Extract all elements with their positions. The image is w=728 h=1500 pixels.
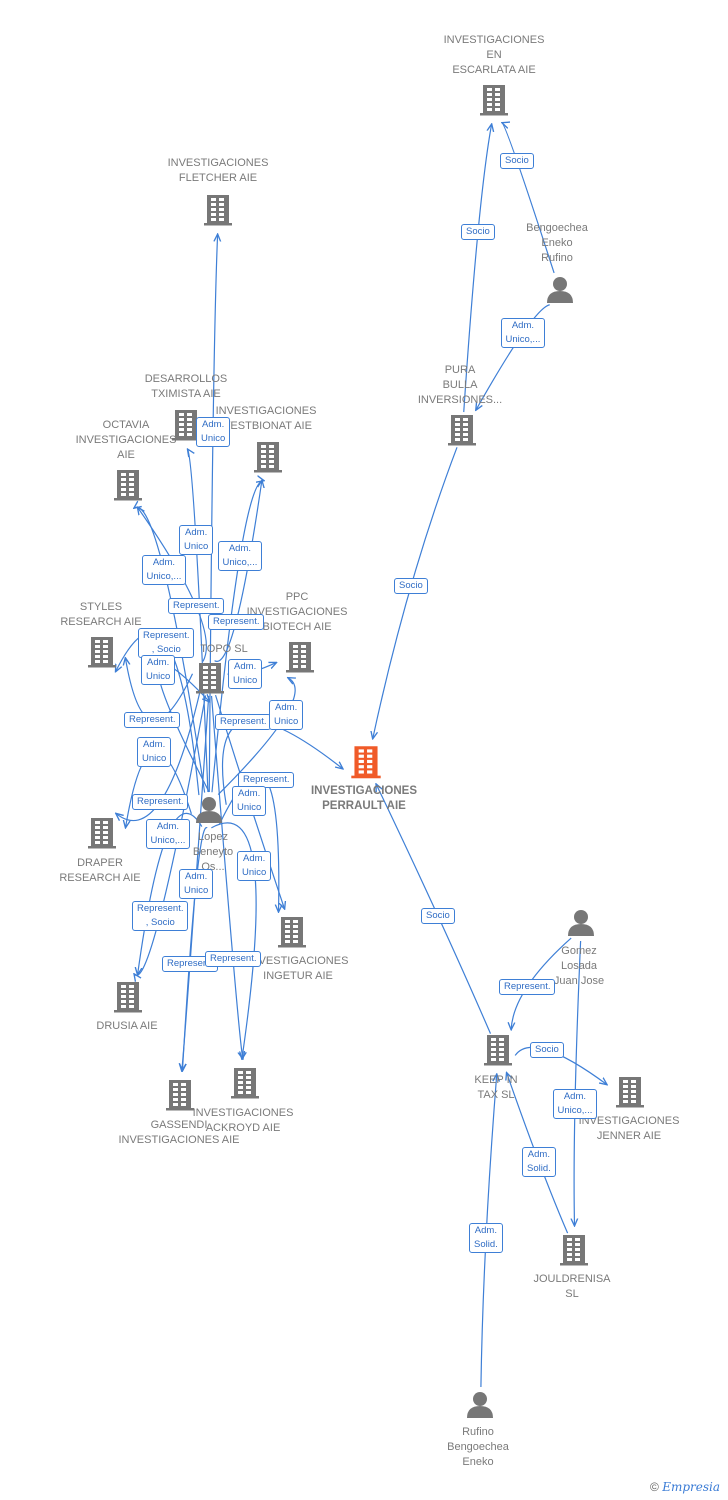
building-icon[interactable] xyxy=(196,663,224,694)
edge-label-topo-ppc[interactable]: Adm. Unico xyxy=(228,659,263,689)
node-label-escarlata[interactable]: INVESTIGACIONES EN ESCARLATA AIE xyxy=(443,34,545,76)
node-label-draper[interactable]: DRAPER RESEARCH AIE xyxy=(59,857,141,884)
person-icon[interactable] xyxy=(568,910,594,936)
edge-label-gomez-keepin[interactable]: Represent. xyxy=(499,979,556,995)
node-label-pura[interactable]: PURA BULLA INVERSIONES... xyxy=(417,364,503,406)
edge-label-bengoechea_rufino-pura[interactable]: Adm. Unico,... xyxy=(500,318,546,348)
edge-label-lopez-octavia[interactable]: Adm. Unico,... xyxy=(141,555,187,585)
building-icon[interactable] xyxy=(231,1068,259,1099)
building-icon[interactable] xyxy=(166,1080,194,1111)
node-label-ingetur[interactable]: INVESTIGACIONES INGETUR AIE xyxy=(247,955,349,982)
edge-label-pura-perrault[interactable]: Socio xyxy=(394,578,428,594)
edge-label-rufino_bengoechea-keepin[interactable]: Adm. Solid. xyxy=(469,1223,503,1253)
edge-label-lopez-draper[interactable]: Adm. Unico xyxy=(137,737,172,767)
node-label-keepin[interactable]: KEEP IN TAX SL xyxy=(474,1074,518,1101)
brand-logo[interactable]: Empresia xyxy=(662,1480,720,1494)
edge-label-lopez-fletcher[interactable]: Adm. Unico xyxy=(196,417,231,447)
building-icon[interactable] xyxy=(560,1235,588,1266)
person-icon[interactable] xyxy=(467,1392,493,1418)
edge-label-lopez-styles[interactable]: Represent. , Socio xyxy=(138,628,195,658)
building-icon[interactable] xyxy=(254,442,282,473)
edge-label-topo-drusia[interactable]: Represent. , Socio xyxy=(132,901,189,931)
node-label-ackroyd[interactable]: INVESTIGACIONES ACKROYD AIE xyxy=(192,1107,294,1134)
edge-label-bengoechea_rufino-escarlata[interactable]: Socio xyxy=(500,153,534,169)
building-icon[interactable] xyxy=(286,642,314,673)
node-label-rufino_bengoechea[interactable]: Rufino Bengoechea Eneko xyxy=(447,1426,509,1468)
building-icon[interactable] xyxy=(616,1077,644,1108)
edge-label-keepin-jenner[interactable]: Socio xyxy=(530,1042,564,1058)
node-label-styles[interactable]: STYLES RESEARCH AIE xyxy=(60,601,142,628)
node-label-octavia[interactable]: OCTAVIA INVESTIGACIONES AIE xyxy=(75,419,177,461)
edge-label-lopez-desarrollos[interactable]: Adm. Unico xyxy=(179,525,214,555)
building-icon[interactable] xyxy=(114,470,142,501)
edge-label-lopez-perrault[interactable]: Represent. xyxy=(215,714,272,730)
edge-label-jouldrenisa-keepin[interactable]: Adm. Solid. xyxy=(522,1147,556,1177)
building-icon[interactable] xyxy=(88,637,116,668)
edge-label-topo-ingetur[interactable]: Adm. Unico xyxy=(232,786,267,816)
edge-label-lopez-ppc[interactable]: Adm. Unico xyxy=(269,700,304,730)
building-icon[interactable] xyxy=(172,410,200,441)
copyright-symbol: © xyxy=(650,1480,659,1494)
edge-label-keepin-perrault[interactable]: Socio xyxy=(421,908,455,924)
node-label-perrault[interactable]: INVESTIGACIONES PERRAULT AIE xyxy=(310,785,418,812)
building-icon[interactable] xyxy=(278,917,306,948)
node-label-ppc[interactable]: PPC INVESTIGACIONES BIOTECH AIE xyxy=(246,591,348,633)
person-icon[interactable] xyxy=(547,277,573,303)
building-icon[interactable] xyxy=(88,818,116,849)
edge-label-topo-styles[interactable]: Represent. xyxy=(124,712,181,728)
node-label-bengoechea_rufino[interactable]: Bengoechea Eneko Rufino xyxy=(526,222,588,264)
node-label-topo[interactable]: TOPO SL xyxy=(200,643,248,655)
building-icon[interactable] xyxy=(480,85,508,116)
edge-label-topo-draper[interactable]: Represent. xyxy=(132,794,189,810)
node-label-jenner[interactable]: INVESTIGACIONES JENNER AIE xyxy=(578,1115,680,1142)
building-icon-center[interactable] xyxy=(351,746,381,779)
person-icon[interactable] xyxy=(196,797,222,823)
edge-label-lopez-ackroyd[interactable]: Adm. Unico xyxy=(237,851,272,881)
building-icon[interactable] xyxy=(204,195,232,226)
building-icon[interactable] xyxy=(114,982,142,1013)
footer: © Empresia xyxy=(650,1480,720,1494)
edge-label-topo-octavia[interactable]: Represent. xyxy=(168,598,225,614)
node-label-desarrollos[interactable]: DESARROLLOS TXIMISTA AIE xyxy=(144,373,228,400)
node-label-fletcher[interactable]: INVESTIGACIONES FLETCHER AIE xyxy=(167,157,269,184)
edge-label-pura-escarlata[interactable]: Socio xyxy=(461,224,495,240)
node-label-drusia[interactable]: DRUSIA AIE xyxy=(96,1020,158,1032)
node-label-jouldrenisa[interactable]: JOULDRENISA SL xyxy=(533,1273,611,1300)
node-label-gomez[interactable]: Gomez Losada Juan Jose xyxy=(553,945,605,987)
edge-label-lopez-westbionat[interactable]: Adm. Unico,... xyxy=(217,541,263,571)
edge-label-lopez-ingetur[interactable]: Represent. xyxy=(238,772,295,788)
edge-label-gomez-jouldrenisa[interactable]: Adm. Unico,... xyxy=(552,1089,598,1119)
edge-label-lopez-drusia[interactable]: Adm. Unico,... xyxy=(145,819,191,849)
edge-label-lopez-topo[interactable]: Adm. Unico xyxy=(141,655,176,685)
building-icon[interactable] xyxy=(448,415,476,446)
edge-label-topo-ackroyd[interactable]: Represent. xyxy=(205,951,262,967)
building-icon[interactable] xyxy=(484,1035,512,1066)
edge-label-lopez-gassendi[interactable]: Adm. Unico xyxy=(179,869,214,899)
node-label-gassendi[interactable]: GASSENDI INVESTIGACIONES AIE xyxy=(118,1119,240,1146)
edge-label-topo-westbionat[interactable]: Represent. xyxy=(208,614,265,630)
node-label-westbionat[interactable]: INVESTIGACIONES WESTBIONAT AIE xyxy=(215,405,317,432)
